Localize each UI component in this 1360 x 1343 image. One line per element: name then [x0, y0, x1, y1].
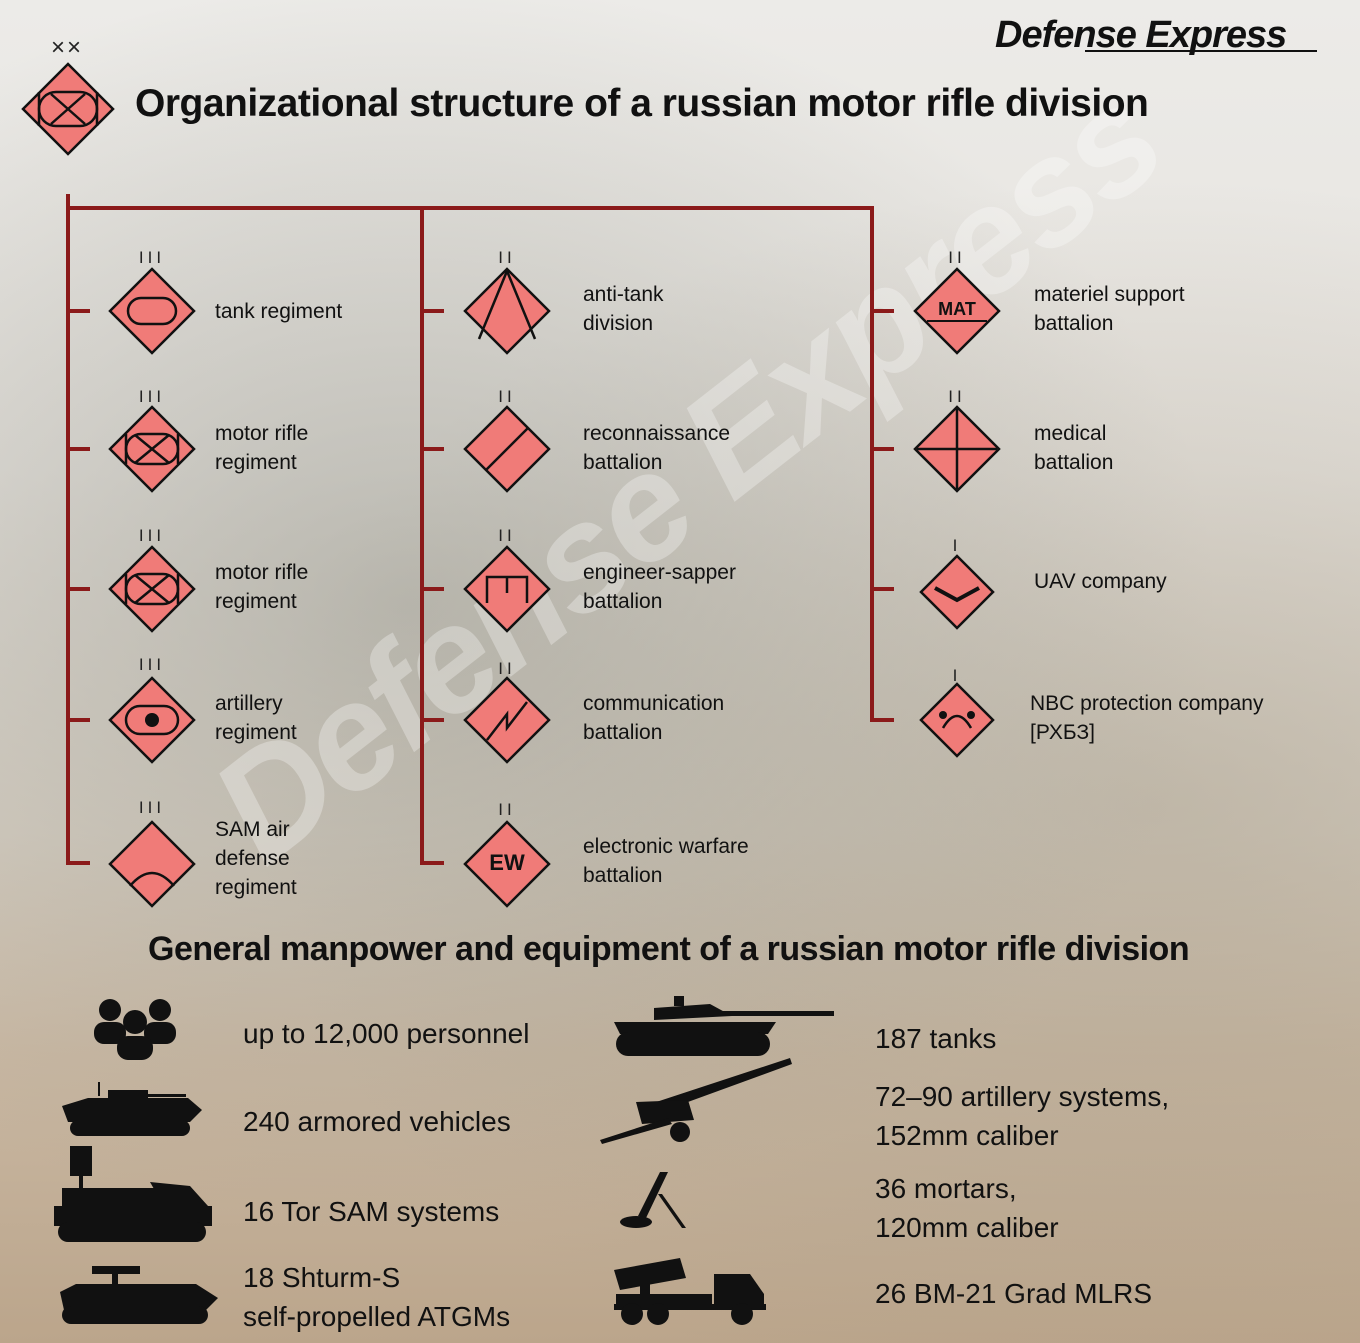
armor-symbol-icon [108, 267, 196, 355]
mechanized-infantry-symbol-icon [108, 405, 196, 493]
tree-branch [420, 309, 444, 313]
tree-branch [66, 447, 90, 451]
mechanized-infantry-symbol-icon [108, 545, 196, 633]
unit-echelon-mark: II [498, 659, 516, 678]
atgm-vehicle-icon [60, 1266, 218, 1324]
mortar-icon [620, 1172, 686, 1228]
stat-grad-mlrs: 26 BM-21 Grad MLRS [875, 1278, 1152, 1309]
stat-personnel: up to 12,000 personnel [243, 1018, 530, 1049]
unit-echelon-mark: II [948, 248, 966, 267]
tree-branch [420, 587, 444, 591]
tree-branch [420, 447, 444, 451]
symbol-text: EW [489, 850, 525, 875]
reconnaissance-symbol-icon [463, 405, 551, 493]
medical-symbol-icon [913, 405, 1001, 493]
brand-underline [1085, 50, 1317, 52]
tree-branch [420, 861, 444, 865]
tank-icon [614, 996, 834, 1056]
unit-echelon-mark: III [138, 526, 166, 545]
unit-echelon-mark: II [498, 526, 516, 545]
personnel-icon [94, 999, 176, 1060]
unit-label: NBC protection company[РХБЗ] [1030, 692, 1264, 744]
tree-column-1-spine [66, 194, 70, 864]
unit-label: tank regiment [215, 300, 343, 323]
division-symbol-icon [21, 62, 115, 156]
electronic-warfare-symbol-icon: EW [463, 820, 551, 908]
mlrs-icon [614, 1258, 766, 1325]
unit-echelon-mark: II [498, 387, 516, 406]
nbc-symbol-icon [919, 682, 995, 758]
stat-tanks: 187 tanks [875, 1023, 997, 1054]
unit-echelon-mark: I [952, 666, 962, 685]
unit-echelon-mark: I [952, 536, 962, 555]
stat-tor-sam: 16 Tor SAM systems [243, 1196, 500, 1227]
tree-branch [870, 309, 894, 313]
tree-branch [66, 587, 90, 591]
anti-tank-symbol-icon [463, 267, 551, 355]
division-echelon-mark: ×× [50, 34, 84, 61]
tree-branch [66, 861, 90, 865]
tree-branch [66, 309, 90, 313]
stat-armored-vehicles: 240 armored vehicles [243, 1106, 511, 1137]
stat-artillery: 72–90 artillery systems,152mm caliber [875, 1081, 1170, 1151]
unit-echelon-mark: II [498, 800, 516, 819]
section-title: General manpower and equipment of a russ… [148, 930, 1190, 968]
unit-echelon-mark: III [138, 798, 166, 817]
tree-column-3-spine [870, 206, 874, 720]
engineer-symbol-icon [463, 545, 551, 633]
ifv-icon [62, 1082, 202, 1136]
tree-column-2-spine [420, 206, 424, 864]
tree-branch [870, 587, 894, 591]
unit-label: UAV company [1034, 570, 1167, 593]
tree-branch [420, 718, 444, 722]
uav-symbol-icon [919, 554, 995, 630]
stat-mortars: 36 mortars,120mm caliber [875, 1173, 1059, 1243]
tree-branch [870, 447, 894, 451]
tree-top-bar [66, 206, 874, 210]
supply-symbol-icon: MAT [913, 267, 1001, 355]
signal-symbol-icon [463, 676, 551, 764]
page-title: Organizational structure of a russian mo… [135, 82, 1149, 125]
artillery-symbol-icon [108, 676, 196, 764]
unit-echelon-mark: II [948, 387, 966, 406]
unit-echelon-mark: III [138, 248, 166, 267]
air-defense-symbol-icon [108, 820, 196, 908]
unit-echelon-mark: III [138, 655, 166, 674]
brand-logo: Defense Express [995, 14, 1287, 56]
tree-branch [870, 718, 894, 722]
symbol-text: MAT [938, 299, 976, 319]
tree-branch [66, 718, 90, 722]
howitzer-icon [600, 1058, 792, 1144]
sam-vehicle-icon [54, 1146, 212, 1242]
unit-echelon-mark: III [138, 387, 166, 406]
unit-echelon-mark: II [498, 248, 516, 267]
